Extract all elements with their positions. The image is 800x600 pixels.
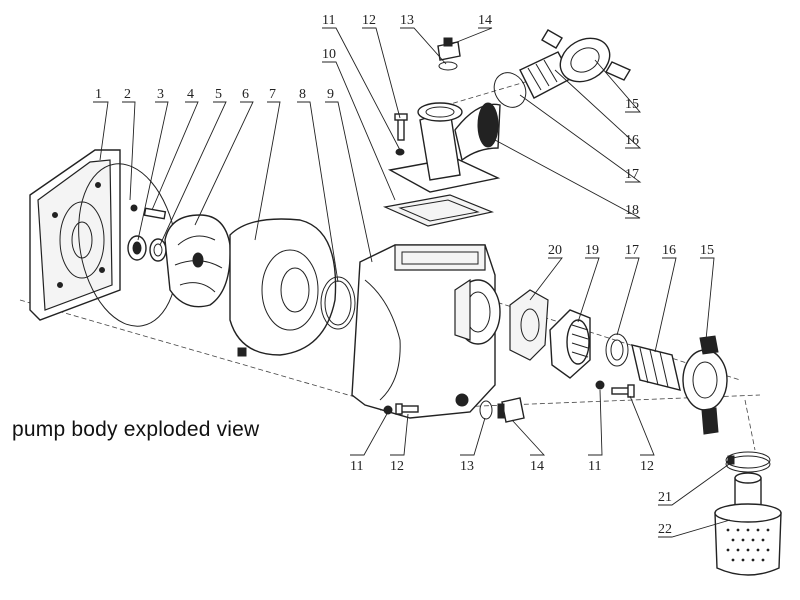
callout-3: 3: [157, 87, 164, 102]
callout-6: 6: [242, 87, 249, 102]
callout-17-right: 17: [625, 243, 639, 258]
callout-13-bottom: 13: [460, 459, 474, 474]
callout-22: 22: [658, 522, 672, 537]
part-15-coupling-right: [682, 335, 728, 435]
callout-2: 2: [124, 87, 131, 102]
part-21-hose-clamp: [725, 451, 771, 473]
part-22-strainer: [714, 472, 782, 576]
callout-20: 20: [548, 243, 562, 258]
callout-15-top: 15: [625, 97, 639, 112]
part-4-bolt: [130, 204, 167, 220]
callout-leader-lines: [93, 27, 733, 538]
part-10-flange-gasket: [382, 194, 495, 227]
part-6-impeller: [164, 214, 231, 308]
part-11-washer-top: [395, 148, 405, 156]
part-12-bolt-bottom: [395, 403, 419, 415]
callout-8: 8: [299, 87, 306, 102]
callout-10: 10: [322, 47, 336, 62]
part-5-mechanical-seal: [149, 238, 167, 262]
part-20-gasket: [509, 289, 549, 361]
part-18-outlet-elbow: [387, 102, 501, 193]
callout-14-bottom: 14: [530, 459, 544, 474]
part-11-washer-right: [595, 380, 605, 390]
part-14-plug-bottom: [497, 397, 525, 423]
callout-11-bottom: 11: [350, 459, 363, 474]
part-13-washer-bottom: [479, 400, 493, 420]
part-17-gasket-right: [605, 333, 629, 367]
callout-4: 4: [187, 87, 194, 102]
callout-9: 9: [327, 87, 334, 102]
part-3-shaft-seal: [127, 235, 147, 261]
callout-21: 21: [658, 490, 672, 505]
callout-14-top: 14: [478, 13, 492, 28]
callout-7: 7: [269, 87, 276, 102]
callout-11-right: 11: [588, 459, 601, 474]
callout-numbers: 1 2 3 4 5 6 7 8 9 10 11 12 13 14 15 16 1…: [95, 13, 714, 537]
part-12-bolt-right: [611, 384, 635, 398]
callout-19: 19: [585, 243, 599, 258]
callout-1: 1: [95, 87, 102, 102]
part-7-volute: [229, 218, 337, 357]
part-14-plug-top: [437, 37, 461, 61]
part-1-rear-cover: [29, 149, 121, 321]
callout-11-top: 11: [322, 13, 335, 28]
callout-16-right: 16: [662, 243, 676, 258]
part-11-washer-bottom: [383, 405, 393, 415]
callout-12-bottom: 12: [390, 459, 404, 474]
part-15-coupling-top: [541, 29, 632, 83]
part-16-hose-tail-right: [631, 344, 681, 391]
callout-17-top: 17: [625, 167, 639, 182]
part-9-pump-body: [351, 244, 501, 419]
part-12-bolt-top: [394, 113, 408, 141]
callout-18: 18: [625, 203, 639, 218]
callout-5: 5: [215, 87, 222, 102]
part-19-threaded-adapter: [549, 309, 591, 379]
callout-13-top: 13: [400, 13, 414, 28]
part-17-gasket-top: [493, 72, 527, 108]
part-13-washer-top: [438, 61, 458, 71]
callout-12-top: 12: [362, 13, 376, 28]
callout-12-right: 12: [640, 459, 654, 474]
callout-15-right: 15: [700, 243, 714, 258]
diagram-caption: pump body exploded view: [12, 418, 260, 441]
callout-16-top: 16: [625, 133, 639, 148]
